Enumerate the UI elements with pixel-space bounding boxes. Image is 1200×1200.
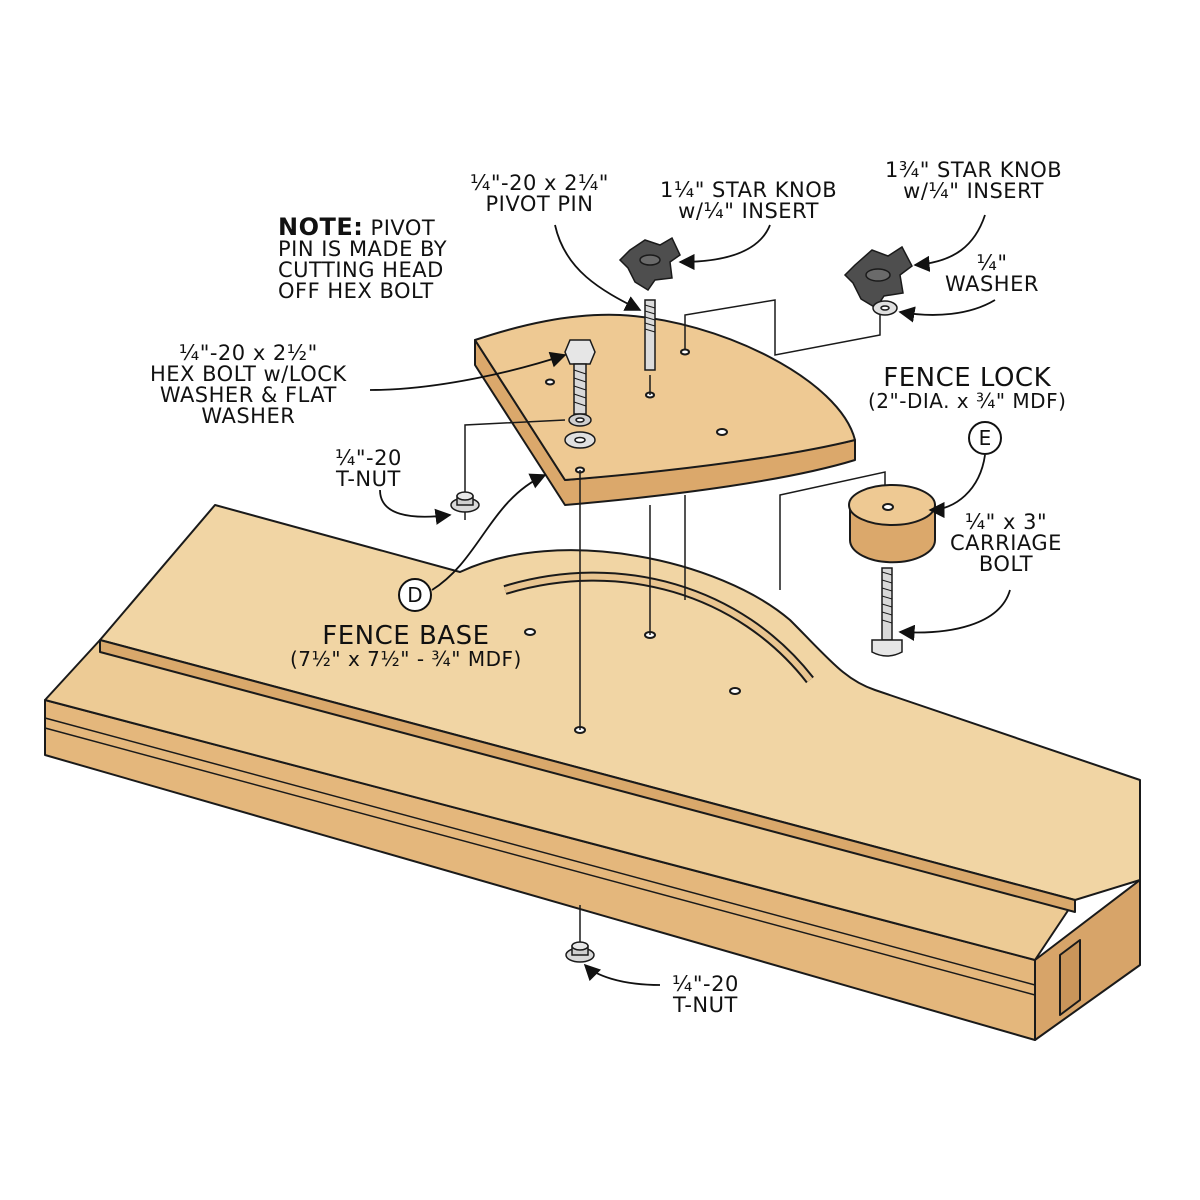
washer-label-line-1: ¼" bbox=[976, 251, 1008, 275]
assembly-lines bbox=[464, 299, 886, 945]
washer-label: ¼" WASHER bbox=[945, 253, 1039, 295]
leader-carriage-bolt bbox=[898, 589, 1011, 641]
fence-base-part bbox=[44, 504, 1141, 1041]
small-star-knob-label-line-2: w/¼" INSERT bbox=[678, 199, 819, 223]
leader-fence-lock bbox=[928, 454, 986, 519]
leader-small-knob bbox=[678, 224, 771, 271]
large-star-knob-label-line-1: 1¾" STAR KNOB bbox=[885, 158, 1063, 182]
pivot-pin-part bbox=[644, 299, 656, 371]
carriage-bolt-label-line-2: CARRIAGE bbox=[950, 531, 1062, 555]
fence-base-top-surface bbox=[99, 504, 1141, 901]
part-tag-d-letter: D bbox=[407, 583, 423, 607]
bottom-t-nut-label: ¼"-20 T-NUT bbox=[672, 974, 739, 1016]
bottom-t-nut-label-line-1: ¼"-20 bbox=[672, 972, 739, 996]
washer-part bbox=[872, 300, 898, 316]
leader-top-t-nut bbox=[379, 489, 452, 525]
hex-bolt-label-line-3: WASHER & FLAT bbox=[159, 383, 337, 407]
leader-washer bbox=[898, 299, 996, 323]
pivot-pin-label-line-1: ¼"-20 x 2¼" bbox=[470, 171, 609, 195]
part-tag-e-letter: E bbox=[978, 426, 992, 450]
note-line-2: PIN IS MADE BY bbox=[278, 237, 448, 261]
fence-lock-label-spec: (2"-DIA. x ¾" MDF) bbox=[868, 389, 1067, 413]
part-tag-d: D bbox=[398, 578, 432, 612]
fence-base-step bbox=[99, 639, 1076, 913]
small-star-knob-label: 1¼" STAR KNOB w/¼" INSERT bbox=[660, 180, 837, 222]
leader-arrows bbox=[369, 214, 1011, 986]
hex-bolt-label-line-4: WASHER bbox=[201, 404, 296, 428]
note-line-3: CUTTING HEAD bbox=[278, 258, 444, 282]
hex-bolt-part bbox=[564, 339, 596, 449]
leader-fence-base bbox=[431, 473, 547, 591]
leader-hex-bolt bbox=[369, 351, 567, 391]
carriage-bolt-label: ¼" x 3" CARRIAGE BOLT bbox=[950, 512, 1062, 575]
leader-pivot-pin bbox=[554, 224, 642, 311]
fence-lock-part bbox=[848, 484, 936, 564]
washer-label-line-2: WASHER bbox=[945, 272, 1039, 296]
carriage-bolt-label-line-3: BOLT bbox=[978, 552, 1034, 576]
top-t-nut-label-line-1: ¼"-20 bbox=[335, 446, 402, 470]
pivot-plate-part bbox=[474, 313, 856, 506]
note-line-1: PIVOT bbox=[370, 216, 436, 240]
note-callout: NOTE: PIVOT PIN IS MADE BY CUTTING HEAD … bbox=[278, 215, 447, 302]
small-star-knob-part bbox=[618, 236, 681, 292]
part-tag-e: E bbox=[968, 421, 1002, 455]
top-t-nut-label-line-2: T-NUT bbox=[335, 467, 401, 491]
leader-bottom-t-nut bbox=[583, 963, 661, 986]
small-star-knob-label-line-1: 1¼" STAR KNOB bbox=[660, 178, 838, 202]
fence-base-label-spec: (7½" x 7½" - ¾" MDF) bbox=[290, 647, 522, 671]
bottom-t-nut-label-line-2: T-NUT bbox=[672, 993, 738, 1017]
pivot-pin-label-line-2: PIVOT PIN bbox=[485, 192, 594, 216]
carriage-bolt-part bbox=[871, 567, 903, 657]
leader-large-knob bbox=[913, 214, 986, 272]
hex-bolt-label-line-1: ¼"-20 x 2½" bbox=[178, 341, 318, 365]
large-star-knob-label-line-2: w/¼" INSERT bbox=[903, 179, 1044, 203]
fence-base-label: FENCE BASE (7½" x 7½" - ¾" MDF) bbox=[290, 623, 522, 669]
large-star-knob-part bbox=[843, 245, 913, 310]
large-star-knob-label: 1¾" STAR KNOB w/¼" INSERT bbox=[885, 160, 1062, 202]
bottom-t-nut-part bbox=[565, 941, 595, 963]
fence-lock-label: FENCE LOCK (2"-DIA. x ¾" MDF) bbox=[868, 365, 1066, 411]
top-t-nut-label: ¼"-20 T-NUT bbox=[335, 448, 402, 490]
hex-bolt-label: ¼"-20 x 2½" HEX BOLT w/LOCK WASHER & FLA… bbox=[150, 343, 347, 427]
fence-base-label-title: FENCE BASE bbox=[322, 621, 490, 651]
note-line-4: OFF HEX BOLT bbox=[278, 279, 434, 303]
hex-bolt-label-line-2: HEX BOLT w/LOCK bbox=[150, 362, 347, 386]
pivot-pin-label: ¼"-20 x 2¼" PIVOT PIN bbox=[470, 173, 609, 215]
note-heading: NOTE: bbox=[278, 213, 364, 241]
fence-lock-label-title: FENCE LOCK bbox=[883, 363, 1052, 393]
carriage-bolt-label-line-1: ¼" x 3" bbox=[964, 510, 1048, 534]
top-t-nut-part bbox=[450, 491, 480, 513]
